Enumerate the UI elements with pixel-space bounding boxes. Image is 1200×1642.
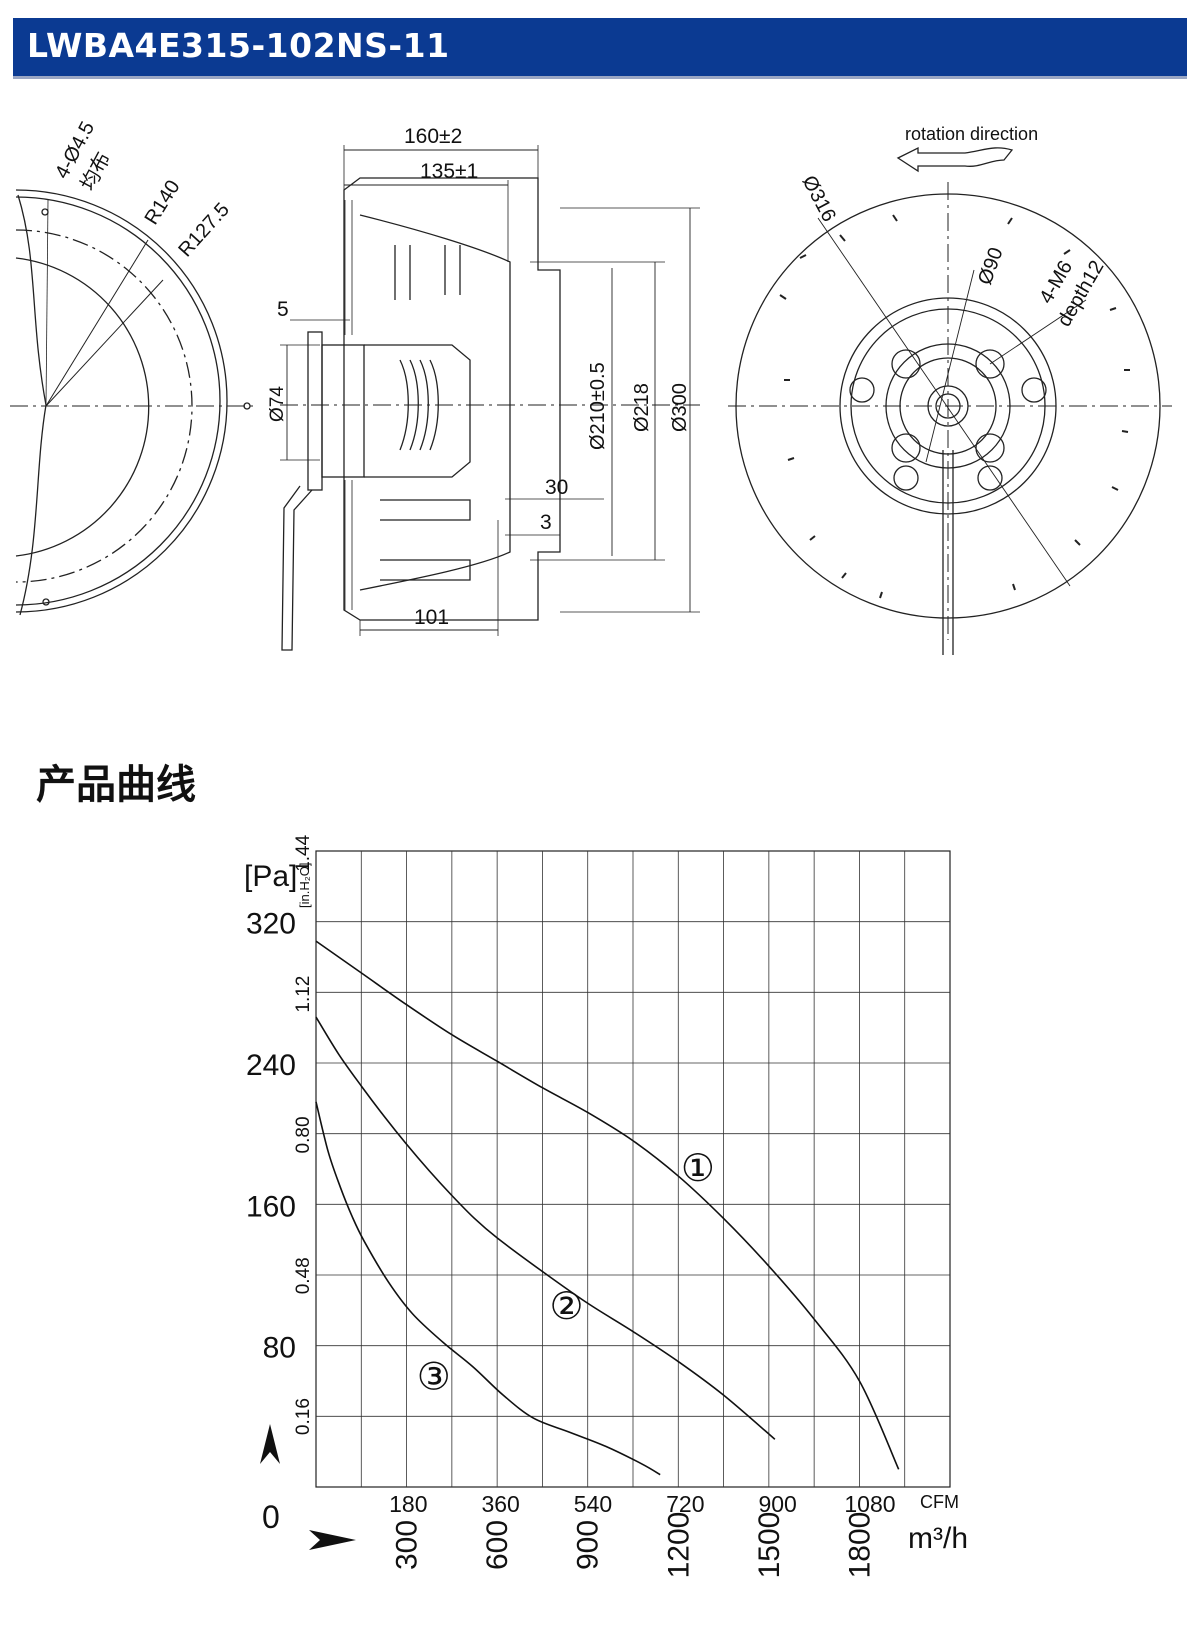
series-line-1: [315, 940, 900, 1470]
curve-label-1: ①: [681, 1148, 715, 1190]
y-axis-arrow: [260, 1424, 280, 1464]
rotation-label: rotation direction: [905, 124, 1038, 144]
chart-curve-labels: ① ② ③: [417, 1148, 715, 1398]
curve-label-2: ②: [550, 1286, 584, 1328]
r127-label: R127.5: [174, 199, 234, 262]
y2-unit-label: [in.H₂O]: [297, 863, 312, 909]
y-tick-label: 320: [246, 908, 296, 941]
section-title: 产品曲线: [36, 762, 196, 808]
dim-210-label: Ø210±0.5: [587, 362, 609, 450]
y-unit-label: [Pa]: [244, 860, 297, 893]
width-135-label: 135±1: [420, 160, 478, 183]
x-tick-label-cfm: 180: [389, 1491, 427, 1517]
dim-316-label: Ø316: [798, 172, 840, 226]
series-line-3: [315, 1101, 661, 1476]
page-title: LWBA4E315-102NS-11: [27, 26, 450, 65]
x-tick-label-m3h: 1200: [662, 1512, 695, 1579]
x-tick-label-m3h: 1800: [843, 1512, 876, 1579]
x-tick-label-cfm: 540: [574, 1491, 612, 1517]
origin-label: 0: [262, 1499, 280, 1535]
performance-chart: 80 160 240 320 0.16 0.48 0.80 1.12 1.44 180 360 540…: [244, 834, 968, 1578]
right-view: [728, 146, 1172, 655]
technical-drawing: [10, 145, 1172, 655]
left-view: [10, 189, 258, 616]
dim-90-label: Ø90: [974, 245, 1008, 288]
chart-curves: [315, 940, 900, 1476]
y2-tick-label: 0.80: [293, 1116, 314, 1153]
y-tick-label: 80: [263, 1332, 296, 1365]
y2-tick-label: 1.12: [293, 976, 314, 1013]
title-bar: LWBA4E315-102NS-11: [13, 18, 1187, 79]
dim-300-label: Ø300: [669, 383, 691, 432]
x-tick-label-m3h: 600: [481, 1520, 514, 1570]
x-tick-label-m3h: 1500: [753, 1512, 786, 1579]
x-tick-label-cfm: 900: [758, 1491, 796, 1517]
series-line-2: [315, 1016, 776, 1440]
dim-74-label: Ø74: [267, 386, 288, 422]
dim-3-label: 3: [540, 511, 552, 534]
dim-30-label: 30: [545, 476, 568, 499]
x-unit-top-label: CFM: [920, 1492, 959, 1512]
curve-label-3: ③: [417, 1356, 451, 1398]
x-axis-arrow: [309, 1530, 356, 1550]
chart-grid: [315, 850, 951, 1488]
y-tick-label: 160: [246, 1190, 296, 1223]
r140-label: R140: [141, 176, 185, 228]
dim-218-label: Ø218: [631, 383, 653, 432]
x-tick-label-cfm: 360: [481, 1491, 519, 1517]
x-tick-label-m3h: 300: [391, 1520, 424, 1570]
dim-5-label: 5: [277, 298, 289, 321]
x-tick-label-cfm: 1080: [844, 1491, 895, 1517]
x-tick-label-cfm: 720: [666, 1491, 704, 1517]
y2-tick-label: 1.44: [293, 834, 314, 871]
chart-ticks: 80 160 240 320 0.16 0.48 0.80 1.12 1.44 180 360 540…: [246, 834, 896, 1578]
y2-tick-label: 0.48: [293, 1257, 314, 1294]
y2-tick-label: 0.16: [293, 1398, 314, 1435]
y-tick-label: 240: [246, 1049, 296, 1082]
x-unit-bottom-label: m³/h: [908, 1522, 968, 1555]
dim-101-label: 101: [414, 606, 449, 629]
drawing-labels: 4-Ø4.5 均布 R140 R127.5 160±2 135±1 5 Ø74 …: [51, 118, 1108, 629]
width-160-label: 160±2: [404, 125, 462, 148]
middle-view: [280, 145, 700, 651]
x-tick-label-m3h: 900: [572, 1520, 605, 1570]
